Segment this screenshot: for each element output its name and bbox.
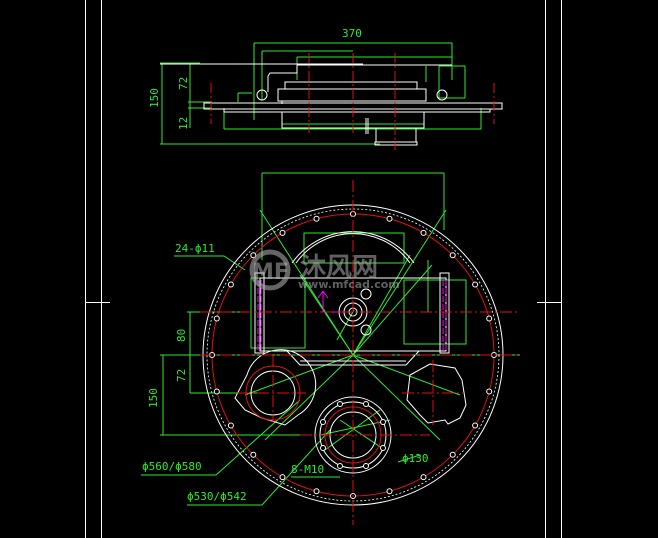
plan-view: 24-ϕ11 80 72 150 ϕ560/ϕ580 ϕ530/ϕ542 8-M… <box>141 172 520 525</box>
drawing-frame <box>85 0 562 538</box>
dim-80: 80 <box>175 329 188 342</box>
watermark: MF 沐风网 www.mfcad.com <box>249 249 400 291</box>
dim-width-370: 370 <box>342 27 362 40</box>
dim-height-150: 150 <box>148 88 161 108</box>
watermark-brand: 沐风网 <box>300 253 378 283</box>
watermark-url: www.mfcad.com <box>298 278 400 291</box>
dim-12: 12 <box>177 117 190 130</box>
watermark-logo: MF <box>252 260 289 285</box>
dim-72: 72 <box>177 77 190 90</box>
dim-72-plan: 72 <box>175 369 188 382</box>
label-8-m10: 8-M10 <box>291 463 324 476</box>
label-d130: ϕ130 <box>402 452 429 465</box>
watermark-logo-icon <box>249 249 291 291</box>
label-24-holes: 24-ϕ11 <box>175 242 215 255</box>
side-view: 370 150 72 12 <box>148 27 503 150</box>
label-d560-d580: ϕ560/ϕ580 <box>142 460 202 473</box>
label-d530-d542: ϕ530/ϕ542 <box>187 490 247 503</box>
dim-150-plan: 150 <box>147 388 160 408</box>
